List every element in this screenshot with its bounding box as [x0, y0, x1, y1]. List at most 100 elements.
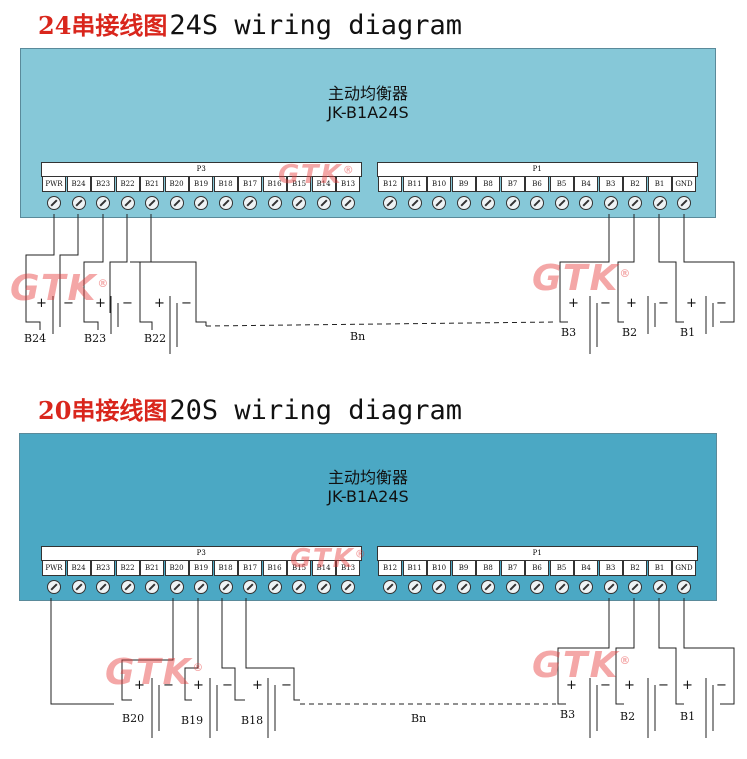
- diagram2-cell-label-right-1: B3: [560, 708, 576, 721]
- diagram2-pin-left-b21: B21: [140, 560, 164, 576]
- diagram1-screw-icon: [554, 196, 569, 210]
- diagram1-cell-label-left-3: B22: [144, 332, 167, 345]
- diagram1-pin-left-b22: B22: [115, 176, 140, 192]
- diagram2-screw-icon: [292, 580, 306, 594]
- diagram2-pin-left-b17: B17: [238, 560, 262, 576]
- diagram1-device-name: 主动均衡器: [327, 84, 408, 103]
- watermark-logo-mark: ®: [354, 547, 368, 561]
- positive-terminal-symbol: +: [95, 296, 106, 311]
- diagram2-screw-icon: [579, 580, 593, 594]
- diagram1-pin-left-b18: B18: [213, 176, 238, 192]
- diagram2-heading-en: 20S wiring diagram: [169, 395, 463, 426]
- diagram1-screw-icon: [383, 196, 397, 210]
- diagram1-pin-right-b2: B2: [623, 176, 647, 192]
- diagram1-screw-icon: [432, 196, 446, 210]
- diagram1-left-cells: [52, 296, 178, 354]
- diagram1-screw-icon: [120, 196, 135, 210]
- diagram2-pin-left-b13: B13: [336, 560, 360, 576]
- positive-terminal-symbol: +: [682, 678, 693, 693]
- diagram2-cell-label-right-2: B2: [620, 710, 636, 723]
- diagram2-pin-right-b1: B1: [647, 560, 672, 576]
- diagram2-screw-icon: [96, 580, 110, 594]
- positive-terminal-symbol: +: [686, 296, 697, 311]
- diagram2-heading: 20串接线图20S wiring diagram: [38, 391, 462, 426]
- diagram1-screw-icon: [267, 196, 282, 210]
- diagram1-pin-left-pwr: PWR: [42, 176, 66, 192]
- diagram2-pin-right-b2: B2: [623, 560, 647, 576]
- diagram2-pin-right-b12: B12: [378, 560, 402, 576]
- diagram2-cell-label-left-1: B20: [122, 712, 145, 725]
- diagram2-screw-icon: [481, 580, 495, 594]
- diagram1-screw-icon: [652, 196, 667, 210]
- diagram2-pin-right-b9: B9: [451, 560, 476, 576]
- diagram2-pin-left-b23: B23: [91, 560, 115, 576]
- diagram2-screw-icon: [652, 580, 667, 594]
- diagram1-screw-icon: [316, 196, 331, 210]
- diagram1-screw-icon: [628, 196, 642, 210]
- diagram1-right-cells: [589, 296, 714, 354]
- diagram2-pin-left-b24: B24: [66, 560, 91, 576]
- diagram1-screw-icon: [71, 196, 86, 210]
- diagram1-pin-right-b11: B11: [402, 176, 427, 192]
- negative-terminal-symbol: −: [63, 296, 74, 311]
- diagram2-pin-right-b7: B7: [500, 560, 525, 576]
- diagram2-screw-icon: [677, 580, 691, 594]
- diagram1-pin-left-b21: B21: [140, 176, 164, 192]
- diagram1-screw-icon: [579, 196, 593, 210]
- diagram1-heading-cn: 24串接线图: [38, 11, 168, 40]
- diagram1-pin-left-b15: B15: [287, 176, 311, 192]
- diagram2-screw-icon: [267, 580, 282, 594]
- negative-terminal-symbol: −: [600, 296, 611, 311]
- wire-b21: [139, 214, 153, 330]
- diagram2-heading-cn: 20串接线图: [38, 396, 168, 425]
- diagram1-pin-right-b6: B6: [525, 176, 549, 192]
- watermark-logo-text: GTK: [532, 258, 620, 299]
- watermark-logo: GTK®: [532, 258, 632, 299]
- watermark-logo-mark: ®: [342, 163, 356, 177]
- diagram2-pin-left-b19: B19: [189, 560, 213, 576]
- diagram2-device-name: 主动均衡器: [327, 468, 408, 487]
- wire-pwr: [25, 214, 55, 330]
- diagram1-screw-icon: [218, 196, 233, 210]
- wire-b24: [59, 214, 79, 313]
- diagram1-pin-right-b7: B7: [500, 176, 525, 192]
- diagram1-screw-icon: [341, 196, 355, 210]
- watermark-logo-mark: ®: [97, 277, 111, 290]
- diagram1-pin-right-b8: B8: [476, 176, 500, 192]
- diagram2-screw-icon: [218, 580, 233, 594]
- positive-terminal-symbol: +: [252, 678, 263, 693]
- diagram1-pin-left-b20: B20: [164, 176, 189, 192]
- watermark-logo-text: GTK: [278, 160, 343, 190]
- negative-terminal-symbol: −: [281, 678, 292, 693]
- negative-terminal-symbol: −: [658, 678, 669, 693]
- watermark-logo-text: GTK: [10, 268, 98, 309]
- diagram2-screw-icon: [505, 580, 520, 594]
- diagram1-screw-icon: [481, 196, 495, 210]
- diagram2-screw-icon: [432, 580, 446, 594]
- diagram1-pin-left-b19: B19: [189, 176, 213, 192]
- diagram2-screw-icon: [554, 580, 569, 594]
- diagram2-screw-icon: [383, 580, 397, 594]
- diagram2-pin-right-b11: B11: [402, 560, 427, 576]
- diagram2-screw-icon: [145, 580, 159, 594]
- negative-terminal-symbol: −: [163, 678, 174, 693]
- watermark-logo: GTK®: [278, 160, 356, 190]
- diagram1-cell-label-left-2: B23: [84, 332, 107, 345]
- negative-terminal-symbol: −: [181, 296, 192, 311]
- diagram1-series-label: Bn: [350, 330, 366, 343]
- watermark-logo: GTK®: [290, 544, 368, 574]
- diagram1-pin-right-gnd: GND: [672, 176, 696, 192]
- diagram2-pin-right-b5: B5: [549, 560, 574, 576]
- diagram1-pin-right-b3: B3: [598, 176, 623, 192]
- positive-terminal-symbol: +: [624, 678, 635, 693]
- diagram1-pin-left-b14: B14: [311, 176, 336, 192]
- watermark-logo-mark: ®: [619, 267, 633, 280]
- diagram2-pin-left-b14: B14: [311, 560, 336, 576]
- negative-terminal-symbol: −: [122, 296, 133, 311]
- watermark-logo-text: GTK: [105, 652, 193, 693]
- positive-terminal-symbol: +: [193, 678, 204, 693]
- watermark-logo-mark: ®: [619, 654, 633, 667]
- diagram2-series-label: Bn: [411, 712, 427, 725]
- diagram1-screw-icon: [169, 196, 184, 210]
- diagram2-screw-icon: [243, 580, 257, 594]
